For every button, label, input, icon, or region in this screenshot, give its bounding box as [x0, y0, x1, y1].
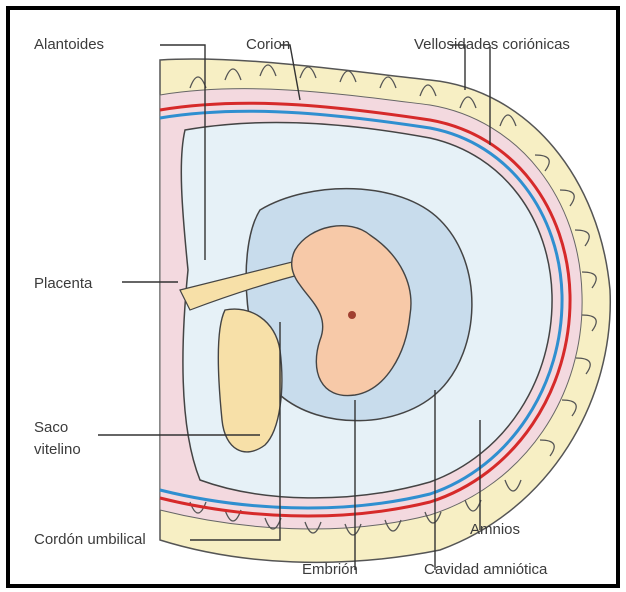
embryo-diagram: [10, 10, 616, 584]
yolk-sac: [218, 309, 282, 452]
embryo-eye: [348, 311, 356, 319]
label-saco-line1: Saco: [34, 418, 68, 438]
label-cordon: Cordón umbilical: [34, 530, 146, 550]
label-embrion: Embrión: [302, 560, 358, 580]
label-vellosidades: Vellosidades coriónicas: [414, 35, 570, 55]
label-cavidad: Cavidad amniótica: [424, 560, 547, 580]
label-saco-line2: vitelino: [34, 440, 81, 460]
label-amnios: Amnios: [470, 520, 520, 540]
label-alantoides: Alantoides: [34, 35, 104, 55]
diagram-frame: Alantoides Corion Vellosidades coriónica…: [6, 6, 620, 588]
label-placenta: Placenta: [34, 274, 92, 294]
label-corion: Corion: [246, 35, 290, 55]
